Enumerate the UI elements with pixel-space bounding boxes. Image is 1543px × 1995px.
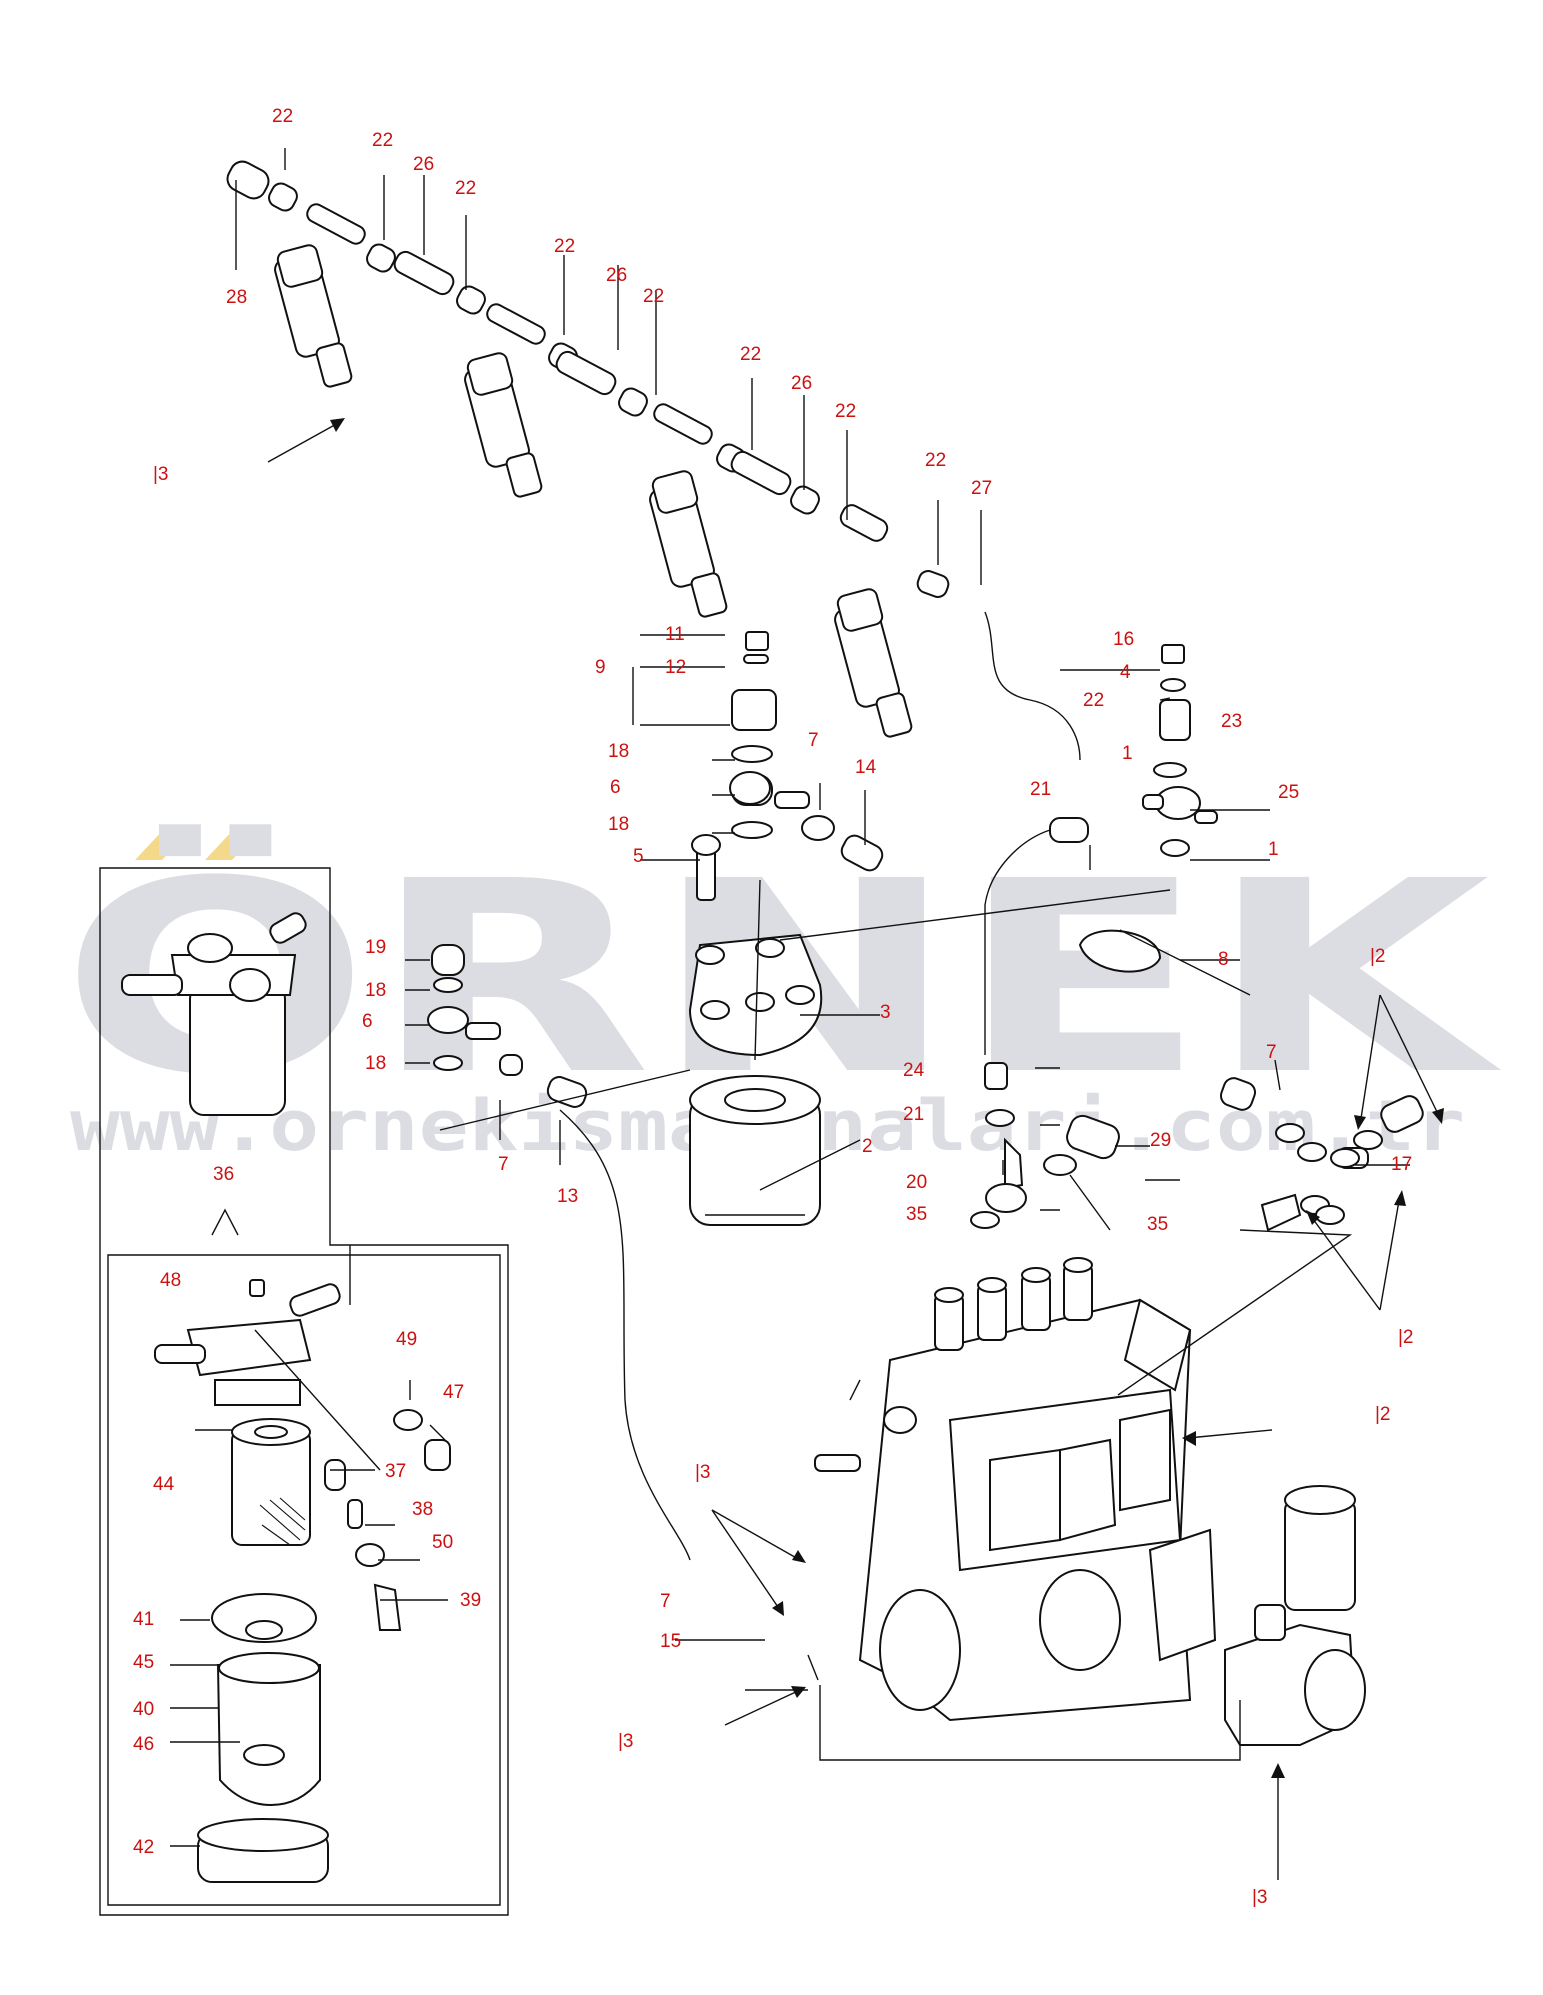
callout-6: 6 — [610, 777, 621, 798]
callout-19: 19 — [365, 937, 386, 958]
callout-13: 13 — [557, 1186, 578, 1207]
callout-26: 26 — [413, 154, 434, 175]
callout-48: 48 — [160, 1270, 181, 1291]
callout-21: 21 — [903, 1104, 924, 1125]
callout-46: 46 — [133, 1734, 154, 1755]
callout-3: 3 — [880, 1002, 891, 1023]
arrow-head — [1354, 1115, 1366, 1130]
callout-29: 29 — [1150, 1130, 1171, 1151]
callout-42: 42 — [133, 1837, 154, 1858]
callout-18: 18 — [365, 1053, 386, 1074]
ref-2: |2 — [1398, 1327, 1414, 1348]
callout-47: 47 — [443, 1382, 464, 1403]
callout-40: 40 — [133, 1699, 154, 1720]
callout-35: 35 — [1147, 1214, 1168, 1235]
callout-41: 41 — [133, 1609, 154, 1630]
callout-4: 4 — [1120, 662, 1131, 683]
callout-36: 36 — [213, 1164, 234, 1185]
callout-18: 18 — [608, 814, 629, 835]
callout-18: 18 — [365, 980, 386, 1001]
ref-2: |2 — [1375, 1404, 1391, 1425]
ref-3: |3 — [1252, 1887, 1268, 1908]
callout-15: 15 — [660, 1631, 681, 1652]
callout-22: 22 — [455, 178, 476, 199]
callout-50: 50 — [432, 1532, 453, 1553]
callout-22: 22 — [925, 450, 946, 471]
watermark-accent-left — [135, 828, 192, 860]
injector-2 — [464, 352, 543, 498]
callout-37: 37 — [385, 1461, 406, 1482]
callout-22: 22 — [554, 236, 575, 257]
callout-14: 14 — [855, 757, 877, 778]
arrow-head — [1394, 1190, 1406, 1206]
callout-44: 44 — [153, 1474, 175, 1495]
callout-7: 7 — [808, 730, 819, 751]
callout-11: 11 — [665, 624, 685, 645]
filter-assembly — [427, 631, 1424, 1561]
callout-7: 7 — [498, 1154, 509, 1175]
callout-22: 22 — [272, 106, 293, 127]
callout-27: 27 — [971, 478, 992, 499]
callout-39: 39 — [460, 1590, 481, 1611]
injector-1 — [274, 244, 353, 388]
callout-16: 16 — [1113, 629, 1134, 650]
callout-26: 26 — [606, 265, 627, 286]
callout-20: 20 — [906, 1172, 927, 1193]
water-separator-box — [99, 867, 509, 1916]
leader-lines — [170, 148, 1444, 1880]
callout-1: 1 — [1268, 839, 1279, 860]
callout-5: 5 — [633, 846, 644, 867]
callout-24: 24 — [903, 1060, 925, 1081]
callout-12: 12 — [665, 657, 686, 678]
callout-22: 22 — [1083, 690, 1104, 711]
callout-8: 8 — [1218, 949, 1229, 970]
callout-17: 17 — [1391, 1154, 1412, 1175]
arrow-head — [330, 418, 345, 432]
arrow-head — [1182, 1431, 1196, 1446]
callout-7: 7 — [660, 1591, 671, 1612]
injection-pump — [814, 1257, 1366, 1746]
callout-26: 26 — [791, 373, 812, 394]
injector-4 — [834, 588, 913, 738]
callout-21: 21 — [1030, 779, 1051, 800]
injector-return-line — [226, 160, 1081, 761]
arrow-head — [791, 1686, 806, 1698]
callout-22: 22 — [740, 344, 761, 365]
callout-25: 25 — [1278, 782, 1299, 803]
watermark-accent-right — [205, 828, 262, 860]
callout-49: 49 — [396, 1329, 417, 1350]
callout-38: 38 — [412, 1499, 433, 1520]
ref-2: |2 — [1370, 946, 1386, 967]
callout-22: 22 — [835, 401, 856, 422]
callout-18: 18 — [608, 741, 629, 762]
callout-2: 2 — [862, 1136, 873, 1157]
arrow-head — [1271, 1763, 1285, 1778]
callout-35: 35 — [906, 1204, 927, 1225]
callout-9: 9 — [595, 657, 606, 678]
callout-6: 6 — [362, 1011, 373, 1032]
callout-45: 45 — [133, 1652, 154, 1673]
ref-3: |3 — [618, 1731, 634, 1752]
arrow-head — [1432, 1108, 1444, 1124]
callout-labels: 22 22 26 22 28 22 26 22 22 26 22 22 27 |… — [133, 106, 1414, 1908]
callout-22: 22 — [372, 130, 393, 151]
callout-22: 22 — [643, 286, 664, 307]
injector-3 — [649, 470, 728, 618]
arrow-head — [1306, 1210, 1320, 1225]
ref-3: |3 — [153, 464, 169, 485]
callout-23: 23 — [1221, 711, 1242, 732]
arrow-head — [792, 1550, 806, 1563]
arrow-head — [772, 1601, 784, 1616]
callout-7: 7 — [1266, 1042, 1277, 1063]
ref-3: |3 — [695, 1462, 711, 1483]
callout-28: 28 — [226, 287, 247, 308]
callout-1: 1 — [1122, 743, 1133, 764]
